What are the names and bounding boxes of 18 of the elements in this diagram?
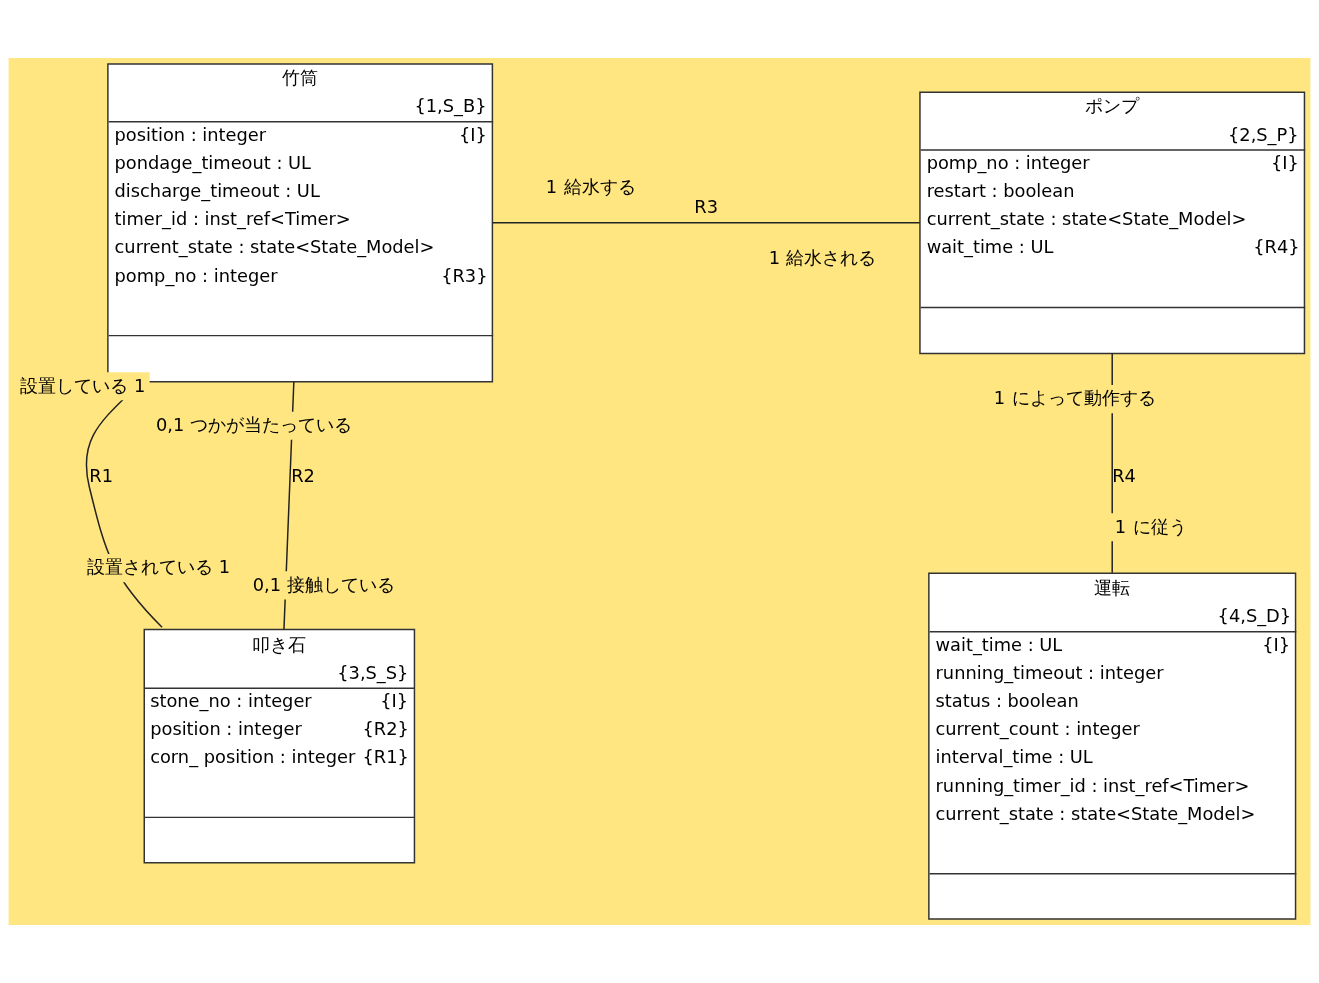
- label: 設置されている: [86, 556, 213, 578]
- edge-label: R3: [694, 196, 719, 218]
- label: 接触している: [286, 573, 395, 595]
- edge-label: R4: [1112, 465, 1136, 486]
- label: 1: [545, 175, 558, 197]
- label: つかが当たっている: [190, 414, 353, 436]
- label: 1: [1114, 515, 1127, 537]
- label: 給水される: [786, 246, 877, 268]
- label: 0,1: [155, 414, 185, 436]
- label: によって動作する: [1011, 387, 1156, 409]
- label: 給水する: [563, 175, 636, 197]
- label: 1: [218, 556, 231, 578]
- label: 1: [993, 387, 1006, 409]
- edge-label: R2: [291, 465, 315, 486]
- label: 0,1: [252, 573, 281, 595]
- label: 1: [768, 246, 780, 268]
- edge-label: R1: [89, 465, 114, 486]
- label: に従う: [1132, 515, 1187, 537]
